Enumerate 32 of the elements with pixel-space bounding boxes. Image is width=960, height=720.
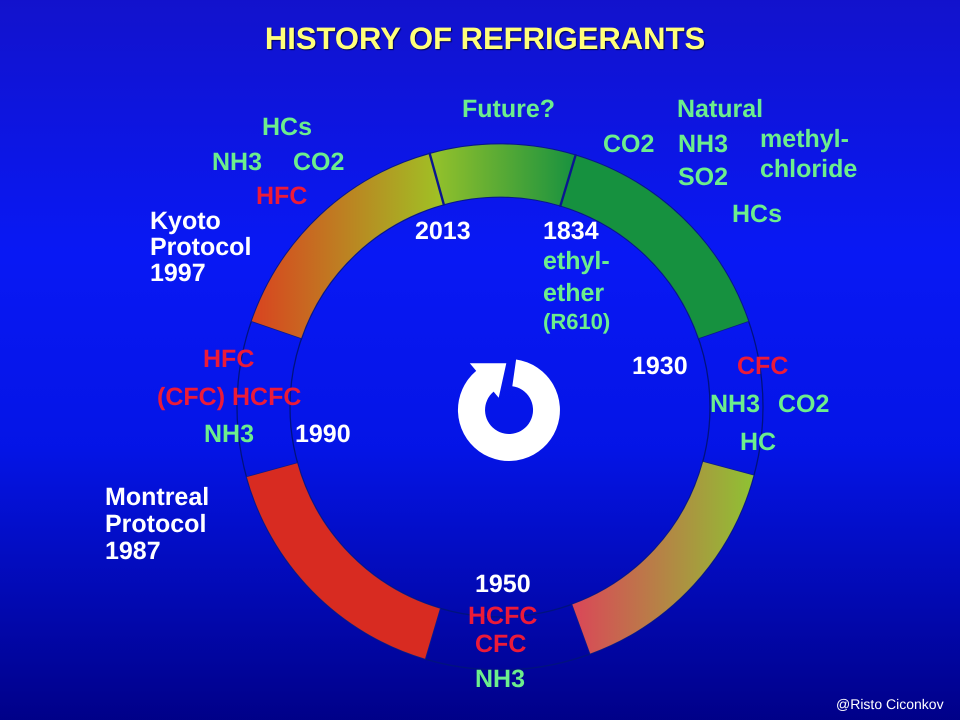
refrigerant-label: SO2 — [678, 164, 728, 190]
refrigerant-label: HFC — [256, 183, 308, 209]
refrigerant-label: HCFC — [468, 603, 538, 629]
refrigerant-label: HFC — [203, 346, 254, 372]
refrigerant-label: methyl- chloride — [760, 124, 858, 184]
refrigerant-label: CO2 — [293, 149, 344, 175]
refrigerant-label: CO2 — [778, 391, 830, 417]
period-label: Future? — [462, 96, 556, 122]
refrigerant-label: HC — [740, 429, 776, 455]
title: HISTORY OF REFRIGERANTS — [264, 21, 706, 57]
refrigerant-label: CFC — [737, 353, 788, 379]
year-label: 1950 — [475, 571, 531, 597]
year-label: 1834 — [543, 218, 599, 244]
refrigerant-label: CFC — [475, 631, 526, 657]
refrigerant-label: (R610) — [543, 309, 610, 335]
refrigerant-label: NH3 — [678, 131, 728, 157]
refrigerant-label: NH3 — [475, 666, 526, 692]
year-label: 2013 — [415, 218, 471, 244]
refrigerant-label: NH3 — [204, 421, 254, 447]
refrigerant-label: HCs — [732, 201, 782, 227]
event-label: Kyoto Protocol 1997 — [150, 208, 252, 286]
year-label: 1990 — [295, 421, 351, 447]
period-label: Natural — [677, 96, 764, 122]
refrigerant-label: CO2 — [603, 131, 654, 157]
year-label: 1930 — [632, 353, 688, 379]
refrigerant-label: HCs — [262, 114, 312, 140]
credit-text: @Risto Ciconkov — [836, 696, 944, 712]
refrigerant-label: ethyl- ether — [543, 246, 610, 309]
refrigerant-label: NH3 — [710, 391, 760, 417]
event-label: Montreal Protocol 1987 — [105, 484, 210, 565]
refrigerant-label: NH3 — [212, 149, 262, 175]
refrigerant-label: (CFC) HCFC — [157, 384, 302, 410]
